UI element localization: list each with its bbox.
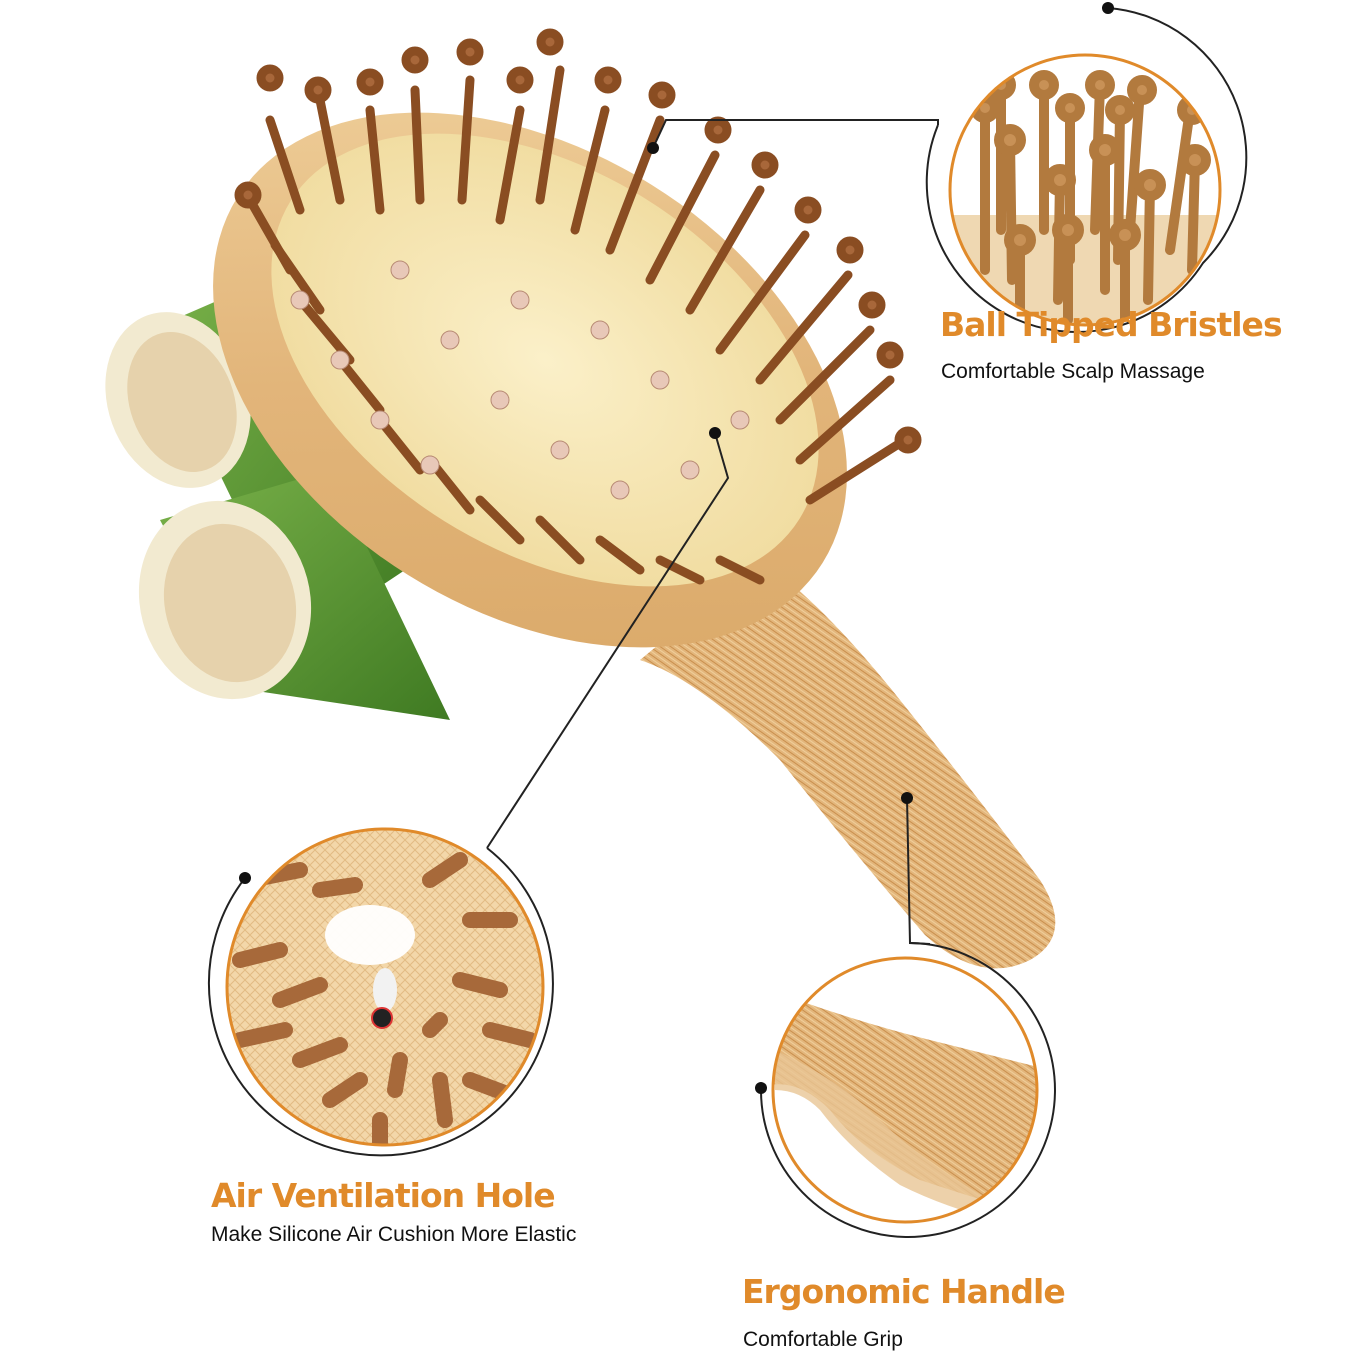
leader-line-handle — [906, 797, 931, 945]
feature-subtitle-bristles: Comfortable Scalp Massage — [941, 360, 1205, 383]
leader-line-ventilation — [486, 432, 730, 849]
handle-anchor-dot — [901, 792, 913, 804]
leader-line-bristles — [652, 119, 939, 149]
feature-title-bristles: Ball Tipped Bristles — [940, 305, 1283, 344]
bristles-anchor-dot — [647, 142, 659, 154]
ergonomic-handle-closeup — [755, 942, 1056, 1238]
air-ventilation-hole-closeup — [208, 827, 554, 1157]
hairbrush-illustration — [213, 28, 1056, 969]
ventilation-anchor-dot — [709, 427, 721, 439]
feature-title-handle: Ergonomic Handle — [742, 1272, 1066, 1311]
feature-subtitle-handle: Comfortable Grip — [743, 1328, 903, 1351]
feature-subtitle-ventilation: Make Silicone Air Cushion More Elastic — [211, 1223, 577, 1246]
ball-tipped-bristles-closeup — [925, 2, 1248, 334]
feature-title-ventilation: Air Ventilation Hole — [211, 1176, 556, 1215]
